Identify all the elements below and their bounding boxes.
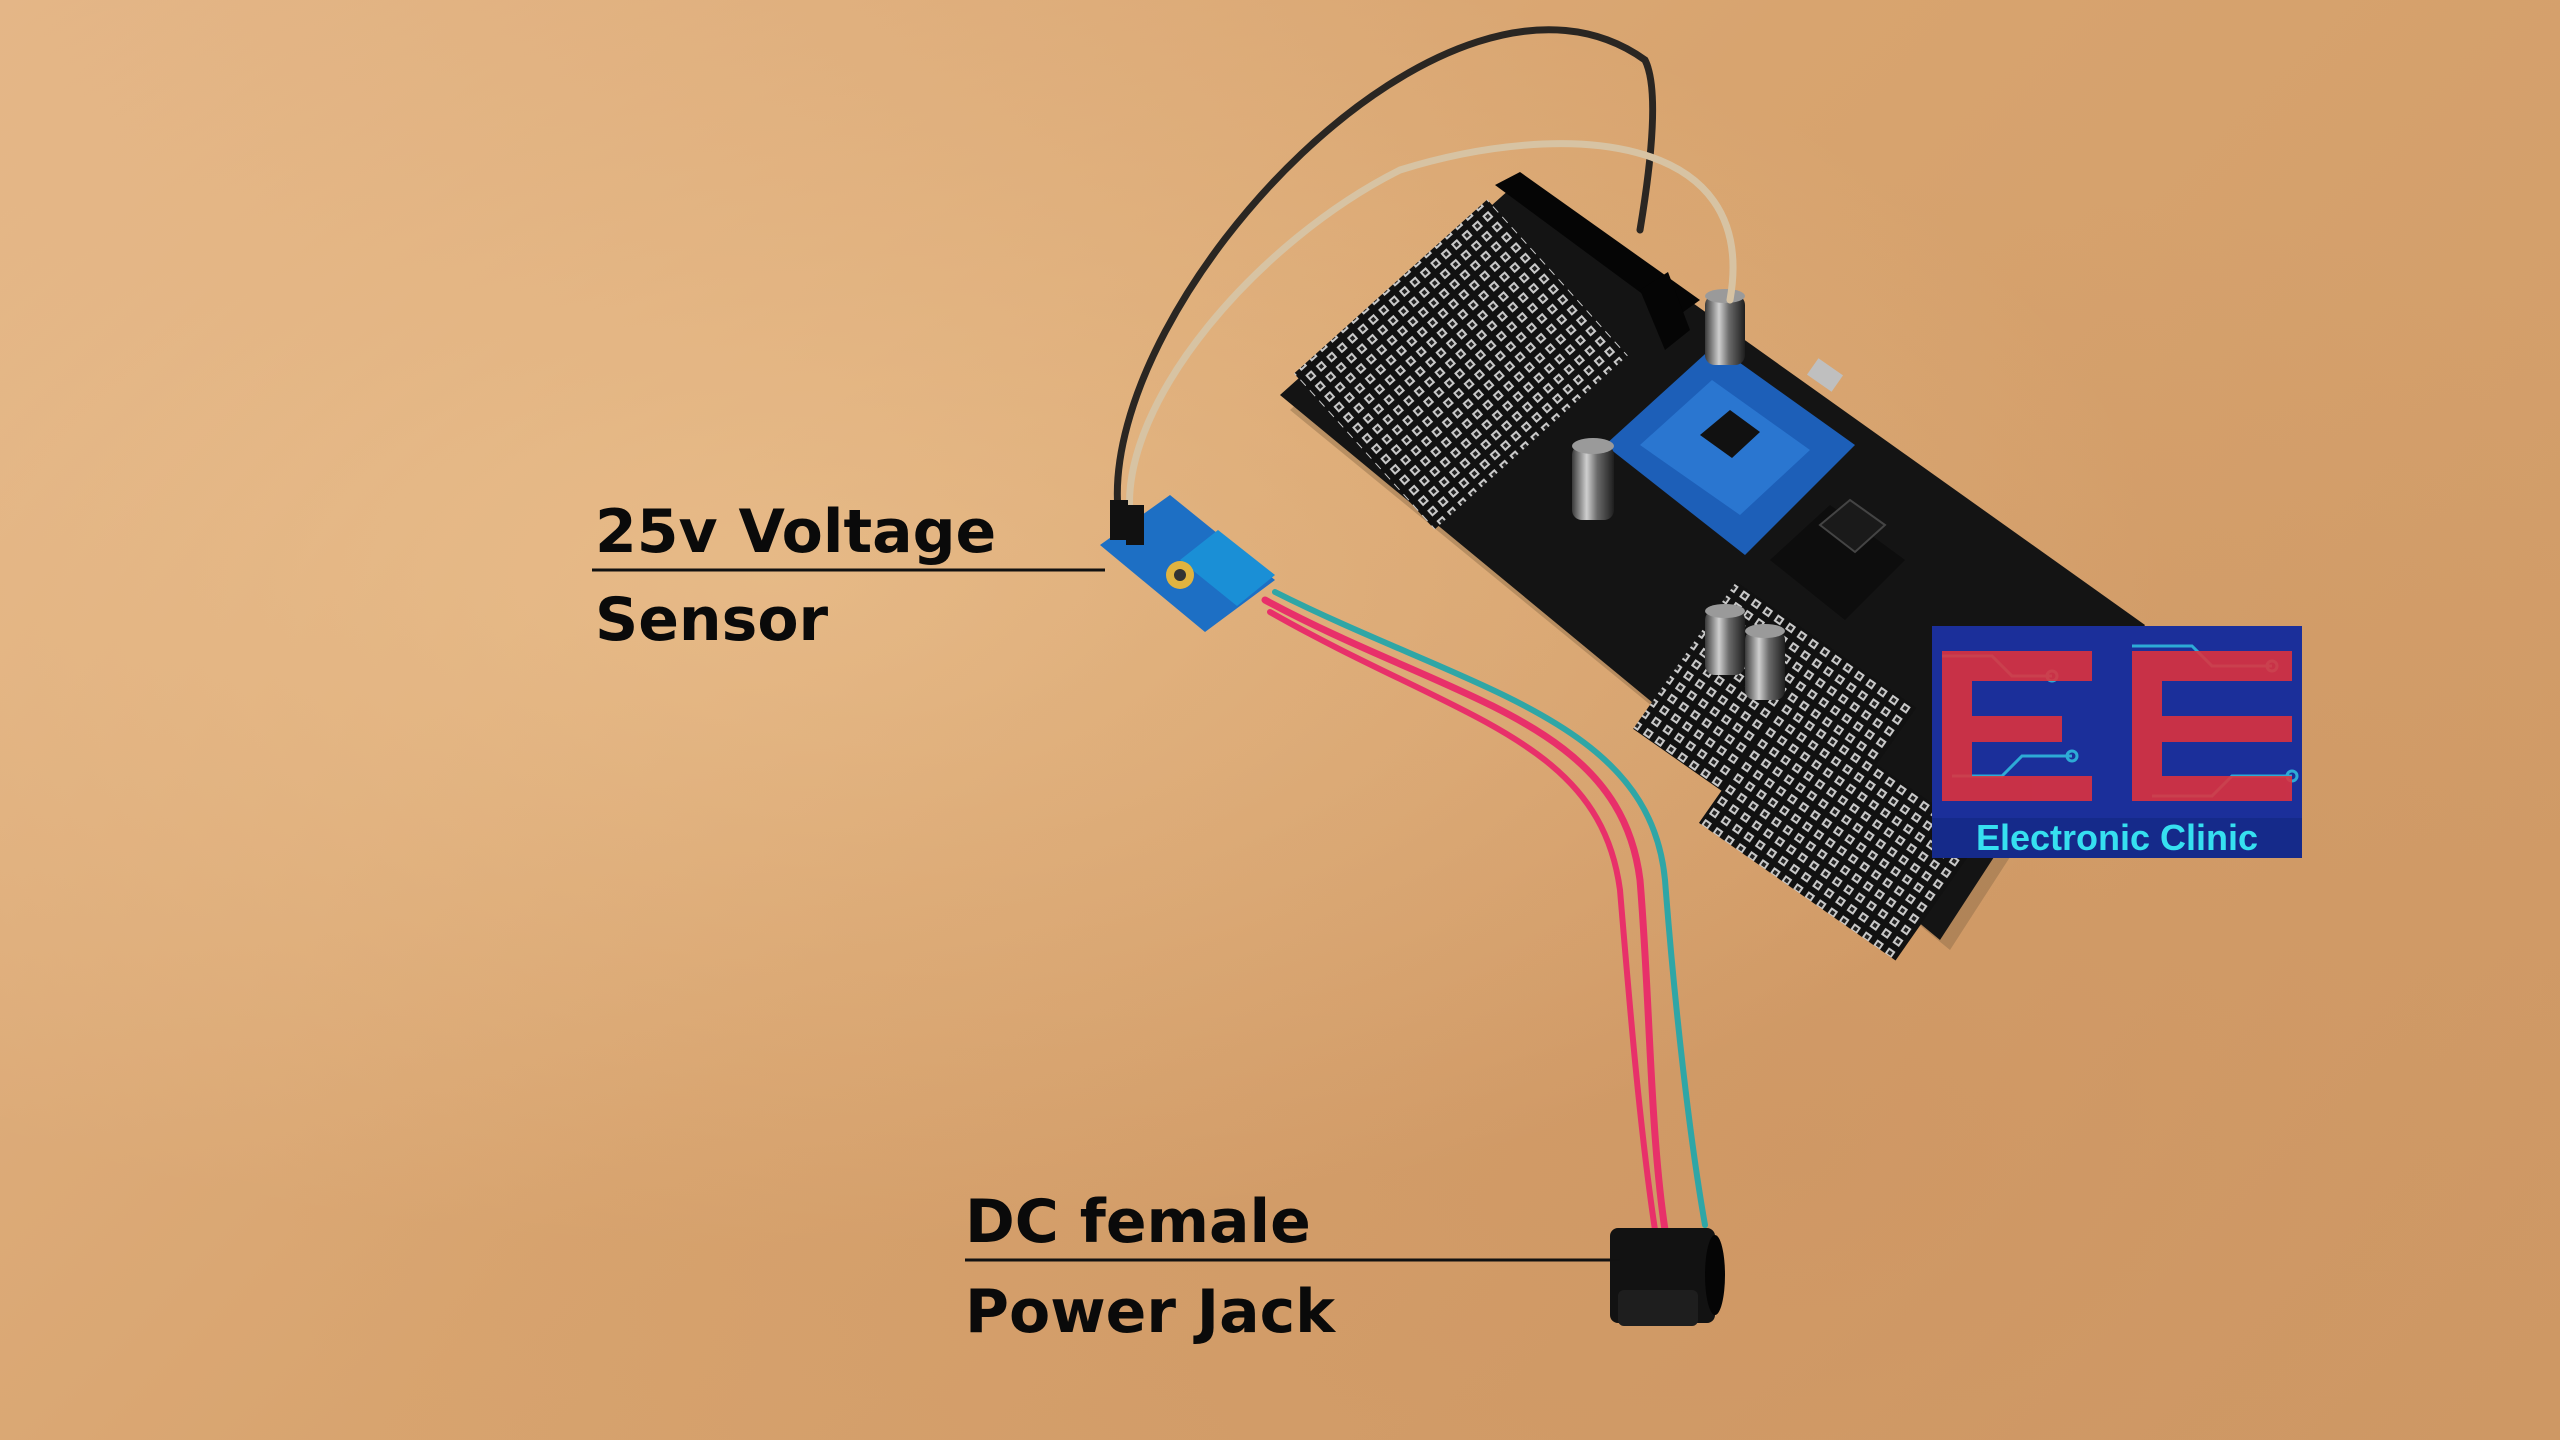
- wireless-module: [1770, 498, 1905, 620]
- dc-power-jack: [1610, 1228, 1725, 1326]
- logo-letter-e2: [2132, 651, 2292, 801]
- jack-label-line2: Power Jack: [965, 1277, 1336, 1347]
- sensor-label-line1: 25v Voltage: [595, 497, 997, 567]
- prototype-pcb: [1280, 180, 2145, 961]
- sensor-wires: [1261, 589, 1708, 1234]
- logo-letter-e1: [1942, 651, 2092, 801]
- capacitors: [1572, 289, 1785, 700]
- jack-label-line1: DC female: [965, 1187, 1311, 1257]
- jumper-wires: [1113, 26, 1737, 519]
- logo-brand-text: Electronic Clinic: [1932, 818, 2302, 858]
- voltage-sensor-module: [1100, 495, 1275, 632]
- sensor-label-line2: Sensor: [595, 585, 829, 655]
- header-strip: [1495, 172, 1700, 350]
- arduino-nano: [1605, 345, 1855, 555]
- electronic-clinic-logo: [1932, 626, 2302, 818]
